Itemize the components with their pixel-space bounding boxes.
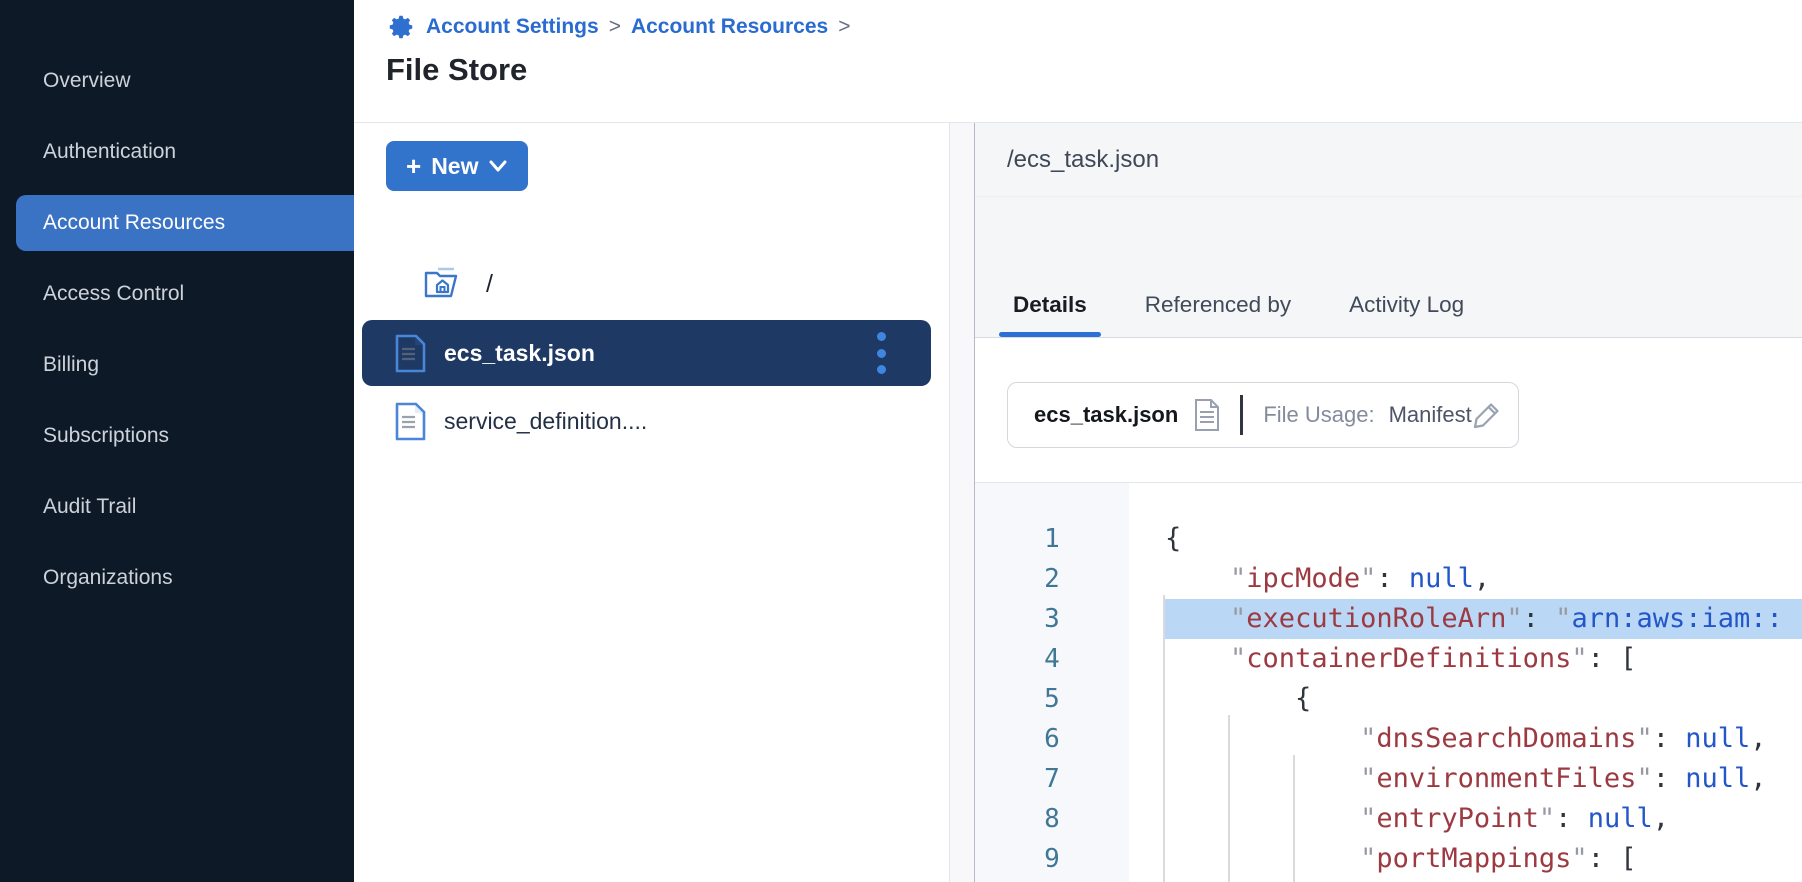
- line-number: 1: [1044, 524, 1060, 554]
- chevron-down-icon: [489, 160, 507, 172]
- code-text: {: [1295, 683, 1312, 714]
- code-text: "containerDefinitions": [: [1230, 643, 1637, 674]
- code-text: {: [1165, 523, 1182, 554]
- kebab-menu-icon[interactable]: [875, 332, 887, 374]
- code-viewer: 1{2 "ipcMode": null,3 "executionRoleArn"…: [975, 482, 1802, 882]
- file-row-service_definition....[interactable]: service_definition....: [362, 388, 931, 454]
- tab-referenced-by[interactable]: Referenced by: [1144, 292, 1292, 317]
- line-number: 9: [1044, 844, 1060, 874]
- line-number: 3: [1044, 604, 1060, 634]
- line-number: 2: [1044, 564, 1060, 594]
- indent-guide: [1163, 595, 1165, 882]
- file-icon: [395, 333, 426, 372]
- code-line-6: 6 "dnsSearchDomains": null,: [975, 719, 1802, 759]
- file-panel-scrollbar[interactable]: [949, 123, 975, 882]
- sidebar-item-authentication[interactable]: Authentication: [43, 140, 177, 163]
- code-line-2: 2 "ipcMode": null,: [975, 559, 1802, 599]
- code-line-7: 7 "environmentFiles": null,: [975, 759, 1802, 799]
- tab-details[interactable]: Details: [999, 292, 1101, 337]
- tab-activity-log[interactable]: Activity Log: [1349, 292, 1465, 317]
- code-text: "portMappings": [: [1360, 843, 1637, 874]
- sidebar-item-overview[interactable]: Overview: [43, 69, 131, 92]
- file-name-label: ecs_task.json: [1034, 402, 1179, 427]
- line-number-gutter: [975, 483, 1129, 882]
- indent-guide: [1228, 715, 1230, 882]
- file-info-card: ecs_task.json File Usage: Manifest: [1007, 382, 1519, 448]
- sidebar-item-account-resources[interactable]: Account Resources: [16, 195, 354, 251]
- code-line-1: 1{: [975, 519, 1802, 559]
- file-usage-label: File Usage:: [1263, 402, 1375, 427]
- code-line-8: 8 "entryPoint": null,: [975, 799, 1802, 839]
- file-name: ecs_task.json: [444, 339, 595, 366]
- line-number: 6: [1044, 724, 1060, 754]
- code-text: "ipcMode": null,: [1230, 563, 1491, 594]
- file-row-ecs_task.json[interactable]: ecs_task.json: [362, 320, 931, 386]
- breadcrumb: Account Settings > Account Resources >: [386, 10, 1802, 44]
- page-header: Account Settings > Account Resources > File…: [354, 0, 1802, 123]
- sidebar-item-billing[interactable]: Billing: [43, 353, 100, 376]
- line-number: 4: [1044, 644, 1060, 674]
- file-icon: [395, 401, 426, 440]
- indent-guide: [1293, 755, 1295, 882]
- sidebar-item-organizations[interactable]: Organizations: [43, 566, 173, 589]
- code-line-3: 3 "executionRoleArn": "arn:aws:iam::: [975, 599, 1802, 639]
- new-button[interactable]: + New: [386, 141, 529, 191]
- line-number: 7: [1044, 764, 1060, 794]
- document-icon[interactable]: [1194, 399, 1220, 431]
- root-folder-row[interactable]: /: [424, 265, 949, 304]
- line-number: 8: [1044, 804, 1060, 834]
- sidebar-item-subscriptions[interactable]: Subscriptions: [43, 424, 170, 447]
- code-line-4: 4 "containerDefinitions": [: [975, 639, 1802, 679]
- gear-icon: [386, 12, 416, 42]
- file-path-bar: /ecs_task.json: [975, 123, 1802, 197]
- file-path: /ecs_task.json: [1007, 145, 1160, 173]
- edit-pencil-icon[interactable]: [1472, 400, 1502, 430]
- main-column: Account Settings > Account Resources > File…: [354, 0, 1802, 882]
- code-text: "entryPoint": null,: [1360, 803, 1669, 834]
- file-store-panel: + New /: [354, 123, 949, 882]
- page-title: File Store: [386, 52, 528, 87]
- divider: [1240, 395, 1244, 435]
- file-card-row: ecs_task.json File Usage: Manifest: [975, 338, 1802, 482]
- code-text: "executionRoleArn": "arn:aws:iam::: [1165, 599, 1802, 639]
- line-number: 5: [1044, 684, 1060, 714]
- breadcrumb-separator: >: [838, 15, 851, 38]
- new-button-label: New: [431, 152, 479, 179]
- breadcrumb-link-account-settings[interactable]: Account Settings: [426, 15, 599, 38]
- file-usage-value: Manifest: [1388, 402, 1472, 427]
- code-line-5: 5 {: [975, 679, 1802, 719]
- detail-tabs: Details Referenced by Activity Log: [975, 197, 1802, 338]
- sidebar-item-audit-trail[interactable]: Audit Trail: [43, 495, 137, 518]
- content-area: + New /: [354, 123, 1802, 882]
- file-details-panel: /ecs_task.json Details Referenced by Activ…: [975, 123, 1802, 882]
- file-name: service_definition....: [444, 407, 648, 434]
- plus-icon: +: [406, 151, 422, 181]
- code-lines: 1{2 "ipcMode": null,3 "executionRoleArn"…: [975, 483, 1802, 879]
- file-list: ecs_task.json service_definition....: [354, 320, 949, 454]
- code-text: "dnsSearchDomains": null,: [1360, 723, 1767, 754]
- breadcrumb-separator: >: [608, 15, 621, 38]
- home-folder-icon: [424, 265, 464, 304]
- sidebar-item-access-control[interactable]: Access Control: [43, 282, 185, 305]
- breadcrumb-link-account-resources[interactable]: Account Resources: [630, 15, 829, 38]
- root-path-label: /: [486, 270, 493, 298]
- code-text: "environmentFiles": null,: [1360, 763, 1767, 794]
- code-line-9: 9 "portMappings": [: [975, 839, 1802, 879]
